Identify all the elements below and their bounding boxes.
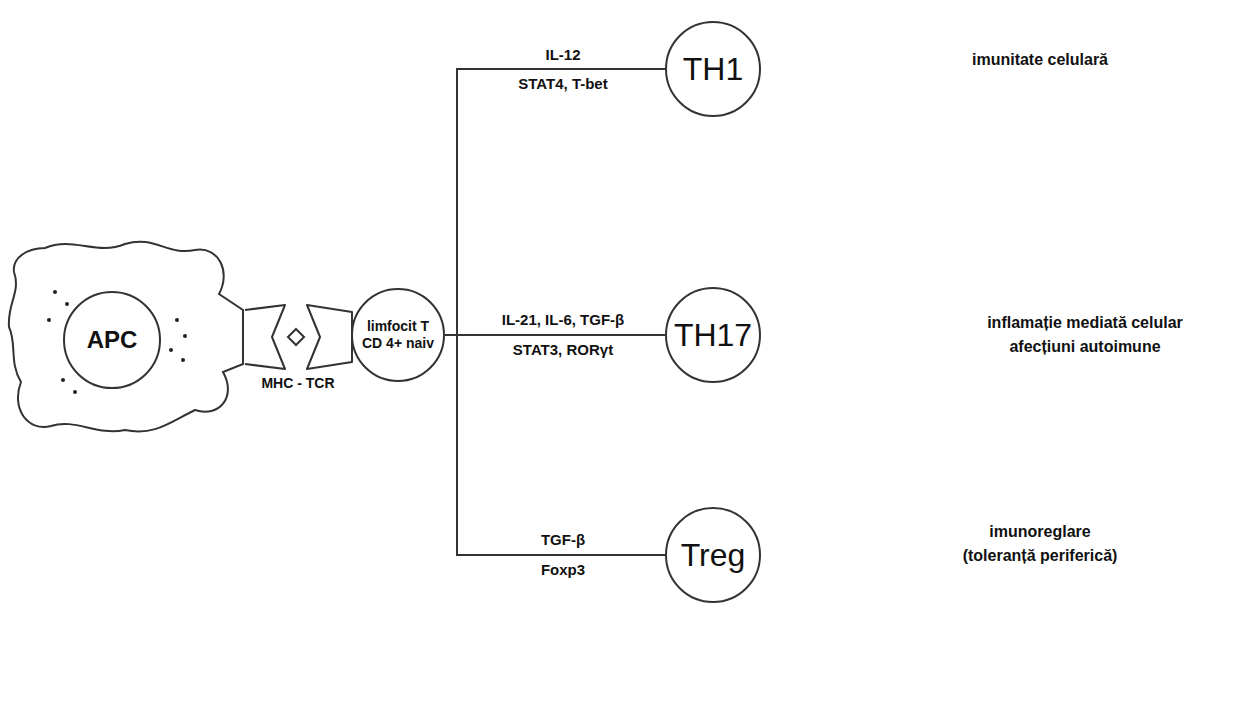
differentiation-line [445, 69, 665, 335]
transcription-factor: STAT4, T-bet [516, 75, 609, 93]
node-text: Treg [681, 536, 746, 574]
node-text: TH17 [674, 316, 752, 354]
tcr-symbol [307, 305, 352, 369]
antigen-symbol [288, 329, 304, 345]
function-label: afecțiuni autoimune [1007, 337, 1162, 356]
function-label: (toleranță periferică) [961, 546, 1120, 565]
apc-cell: APC [5, 232, 245, 442]
naive-t-cell: limfocit T CD 4+ naiv [351, 288, 445, 382]
function-label: inflamație mediată celular [985, 313, 1185, 332]
cytokine-label: IL-21, IL-6, TGF-β [500, 311, 627, 329]
cytokine-label: IL-12 [543, 46, 582, 64]
transcription-factor: STAT3, RORγt [511, 341, 615, 359]
function-label: imunoreglare [987, 522, 1092, 541]
th17-cell: TH17 [665, 287, 761, 383]
function-label: imunitate celulară [970, 50, 1110, 69]
treg-cell: Treg [665, 507, 761, 603]
differentiation-line [445, 335, 665, 555]
node-text: limfocit T CD 4+ naiv [358, 318, 438, 352]
th1-cell: TH1 [665, 21, 761, 117]
node-text: APC [87, 326, 138, 354]
transcription-factor: Foxp3 [539, 561, 587, 579]
differentiation-line [445, 334, 665, 336]
node-text: TH1 [683, 50, 743, 88]
receptor-label: MHC - TCR [259, 375, 336, 392]
cytokine-label: TGF-β [539, 531, 587, 549]
mhc-symbol [245, 305, 285, 369]
